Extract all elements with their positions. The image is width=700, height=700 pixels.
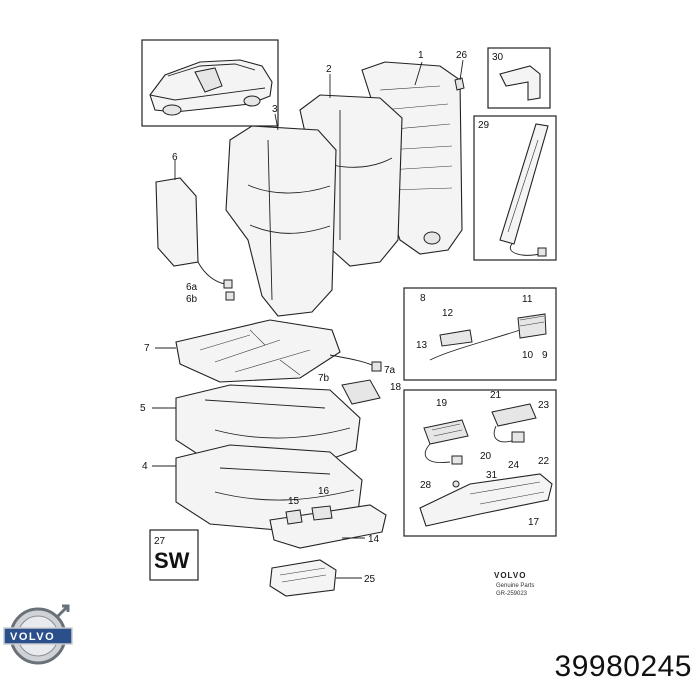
callout-10: 10 <box>522 350 534 361</box>
clip-part-26 <box>454 59 465 91</box>
callout-23: 23 <box>538 400 550 411</box>
callout-27: 27 <box>154 536 166 547</box>
callout-22: 22 <box>538 456 550 467</box>
callout-24: 24 <box>508 460 520 471</box>
callout-31: 31 <box>486 470 498 481</box>
callout-4: 4 <box>142 461 148 472</box>
sw-label-box: SW <box>149 529 199 581</box>
callout-12: 12 <box>442 308 454 319</box>
callout-11: 11 <box>522 294 533 305</box>
part-number: 39980245 <box>554 650 692 683</box>
callout-1: 1 <box>418 50 424 61</box>
module-part-18 <box>341 379 381 405</box>
callout-13: 13 <box>416 340 428 351</box>
detail-box-30 <box>487 47 551 109</box>
callout-14: 14 <box>368 534 380 545</box>
callout-20: 20 <box>480 451 492 462</box>
sw-label: SW <box>154 548 190 573</box>
callout-19: 19 <box>436 398 448 409</box>
side-trim-14 <box>269 504 387 549</box>
callout-6a: 6a <box>186 282 198 293</box>
callout-17: 17 <box>528 517 540 528</box>
callout-3: 3 <box>272 104 278 115</box>
backrest-cover <box>225 113 337 317</box>
logo-text: VOLVO <box>10 631 55 643</box>
footer-ref: GR-259023 <box>496 591 528 597</box>
detail-box-29 <box>473 115 557 261</box>
footer-genuine: Genuine Parts <box>496 583 534 589</box>
callout-9: 9 <box>542 350 548 361</box>
lumbar-pad-6 <box>155 160 235 301</box>
volvo-logo: VOLVO <box>3 604 73 665</box>
callout-5: 5 <box>140 403 146 414</box>
callout-18: 18 <box>390 382 402 393</box>
detail-box-switches <box>403 389 557 537</box>
callout-7: 7 <box>144 343 150 354</box>
callout-15: 15 <box>288 496 300 507</box>
callout-numbers: 1 26 30 2 3 29 6 6a 6b 8 11 12 13 10 9 7… <box>140 50 550 585</box>
callout-28: 28 <box>420 480 432 491</box>
callout-26: 26 <box>456 50 468 61</box>
callout-7a: 7a <box>384 365 396 376</box>
footer-brand: VOLVO <box>494 571 526 580</box>
callout-21: 21 <box>490 390 502 401</box>
detail-box-8 <box>403 287 557 381</box>
callout-2: 2 <box>326 64 332 75</box>
diagram-footer: VOLVO Genuine Parts GR-259023 <box>494 571 534 597</box>
callout-16: 16 <box>318 486 330 497</box>
heating-element-7 <box>155 319 382 383</box>
callout-6: 6 <box>172 152 178 163</box>
callout-29: 29 <box>478 120 490 131</box>
callout-25: 25 <box>364 574 376 585</box>
callout-7b: 7b <box>318 373 330 384</box>
callout-30: 30 <box>492 52 504 63</box>
car-overview-inset <box>141 39 279 127</box>
callout-8: 8 <box>420 293 426 304</box>
callout-6b: 6b <box>186 294 198 305</box>
control-unit-25 <box>269 559 362 597</box>
